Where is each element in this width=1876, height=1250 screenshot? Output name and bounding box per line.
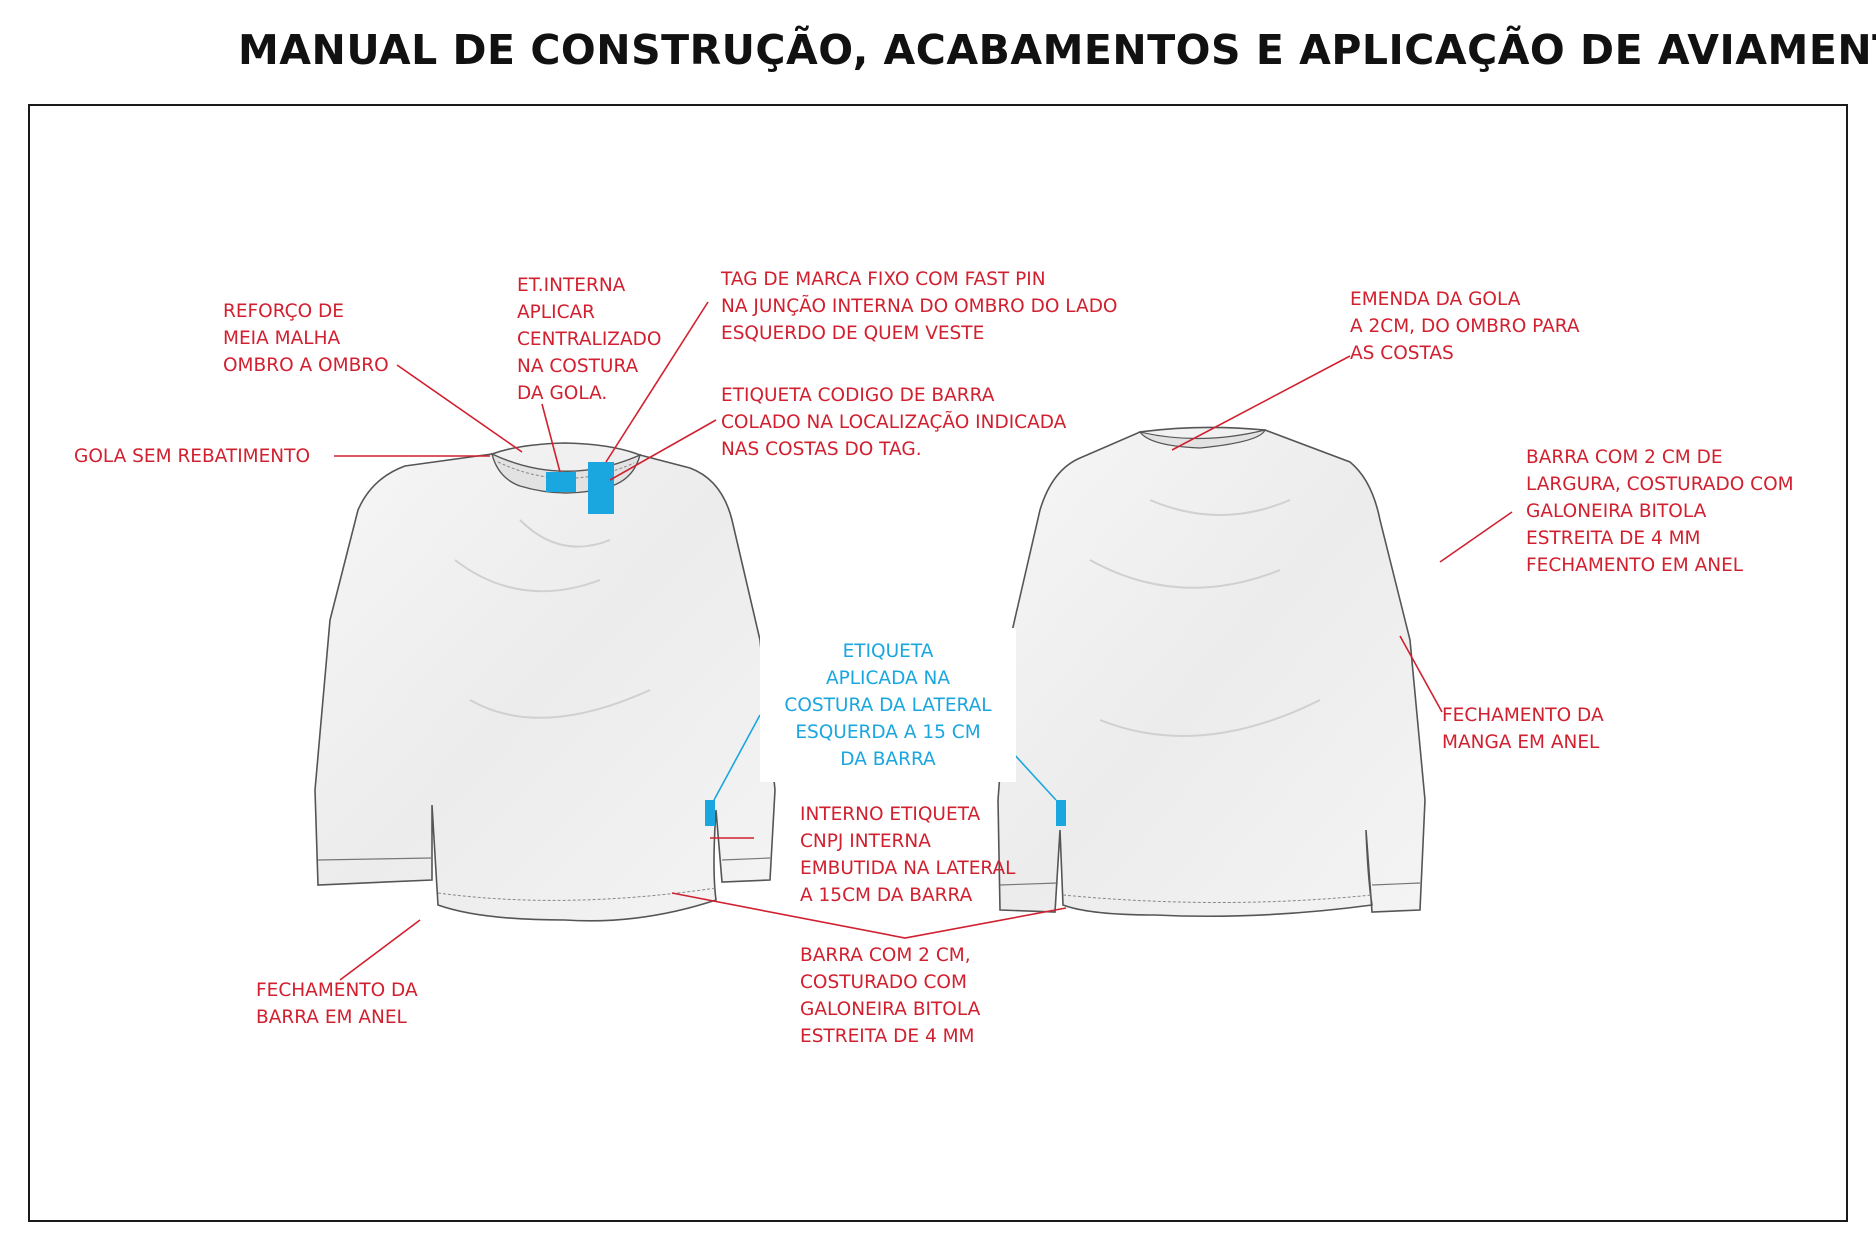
front-shirt-body <box>314 442 776 922</box>
leader-tag-marca <box>605 301 709 463</box>
front-hem-stitch <box>437 887 717 901</box>
side-label-back <box>1056 800 1066 826</box>
leader-lines <box>334 301 1513 981</box>
back-collar <box>1138 429 1267 449</box>
back-shirt <box>997 426 1426 918</box>
back-shirt-body <box>997 426 1426 918</box>
back-left-cuff <box>999 882 1059 886</box>
leader-barra-manga <box>1439 511 1513 563</box>
leader-emenda-gola <box>1171 355 1351 451</box>
side-label-front <box>705 800 715 826</box>
leader-reforco <box>396 364 523 453</box>
leader-fechamento-manga <box>1399 635 1443 713</box>
back-wrinkle <box>1089 499 1321 737</box>
leader-barra-corpo <box>671 892 1067 939</box>
leader-fechamento-barra <box>339 919 421 981</box>
brand-tag <box>588 462 614 514</box>
leader-etiqueta-codigo <box>609 419 717 481</box>
front-right-cuff <box>721 857 771 861</box>
leader-et-interna <box>541 403 561 473</box>
front-shirt <box>314 442 776 922</box>
front-left-cuff <box>317 857 433 861</box>
leader-lateral-front <box>713 714 761 801</box>
front-collar-stitch <box>497 461 635 479</box>
front-wrinkle <box>454 519 651 719</box>
page-title: MANUAL DE CONSTRUÇÃO, ACABAMENTOS E APLI… <box>238 26 1876 74</box>
drawing-frame <box>28 104 1848 1222</box>
blue-note-background <box>760 628 1016 782</box>
back-right-cuff <box>1371 882 1421 886</box>
note-gola: GOLA SEM REBATIMENTO <box>74 446 311 467</box>
back-hem-stitch <box>1062 894 1373 903</box>
internal-label <box>546 472 576 492</box>
